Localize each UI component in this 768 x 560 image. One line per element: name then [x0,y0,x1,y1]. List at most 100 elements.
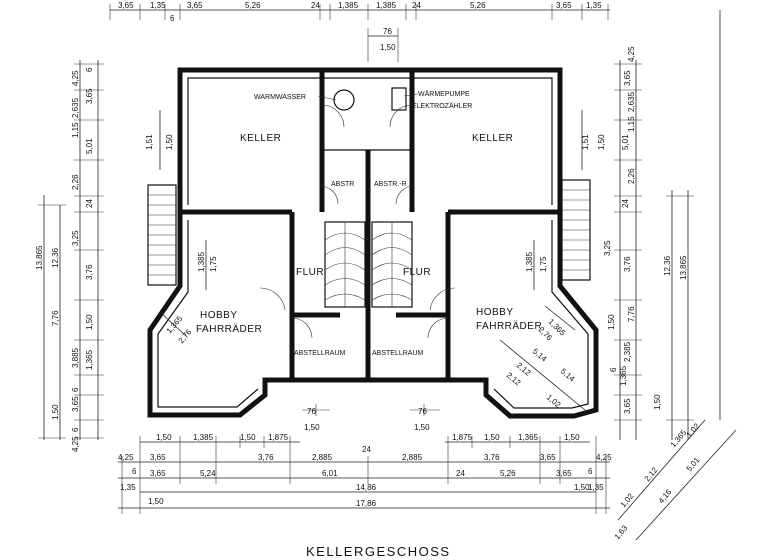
dim-b2-8: 3,65 [540,453,556,462]
dim-top-6: 1,385 [338,1,359,10]
dim-diag-2: 4,16 [657,487,674,505]
right-dimension-chain: 4,25 3,65 2,635 1,15 5,01 2,26 24 3,25 3… [603,10,721,440]
dim-bottom-total-1: 14,86 [356,483,377,492]
dim-inner-4: 1,385 [197,251,206,272]
dim-b2-1: 6 [132,467,137,476]
inner-dimensions: 1,51 1,50 1,51 1,50 1,385 1,75 1,385 1,7… [145,110,606,411]
room-hobby-right-1: HOBBY [476,307,514,318]
dim-b1-5: 1,50 [484,433,500,442]
room-hobby-right-2: FAHRRÄDER [476,320,542,332]
dim-right-2: 2,635 [627,91,636,112]
room-keller-right: KELLER [472,133,513,144]
dim-left-1: 6 [85,67,94,72]
dim-top-3: 3,65 [187,1,203,10]
dim-bottom-150-right: 1,50 [574,483,590,492]
dim-right-11: 2,385 [623,341,632,362]
dim-b2-7: 3,76 [484,453,500,462]
dim-top-2: 6 [170,14,175,23]
dim-left-5: 5,01 [85,138,94,154]
dim-diag-6: 1,02 [685,421,702,439]
room-flur-left: FLUR [296,267,324,278]
dim-right-0: 4,25 [627,46,636,62]
dim-b1-2: 1,50 [240,433,256,442]
dim-b3-1: 3,65 [150,469,166,478]
room-keller-left: KELLER [240,133,281,144]
dim-b3-5: 5,26 [500,469,516,478]
dim-top-10: 3,65 [556,1,572,10]
dim-b3-3: 6,01 [322,469,338,478]
dim-right-total-1: 12,36 [663,255,672,276]
dim-bay-2: 76 [418,407,427,416]
dim-right-3: 1,15 [627,116,636,132]
dim-left-0: 4,25 [71,70,80,86]
dim-b2-0: 4,25 [118,453,134,462]
dim-inner-1: 1,50 [165,134,174,150]
dim-right-6: 24 [621,199,630,208]
dim-b3-4: 24 [456,469,465,478]
room-labels: KELLER KELLER FLUR FLUR HOBBY FAHRRÄDER … [196,90,542,357]
dim-left-15: 3,65 [71,396,80,412]
dim-diag-4: 1,63 [613,523,630,541]
room-abstell-left: ABSTELLRAUM [294,350,346,357]
dim-inner-3: 1,50 [597,134,606,150]
dim-right-7: 3,25 [603,240,612,256]
dim-b1-6: 1,365 [518,433,539,442]
room-hobby-left-1: HOBBY [200,310,238,321]
dim-right-5: 2,26 [627,168,636,184]
dim-top-0: 3,65 [118,1,134,10]
dim-b1-7: 1,50 [564,433,580,442]
dim-inner-14: 1,02 [545,393,563,410]
dim-b2-9: 6 [588,467,593,476]
dim-left-10: 7,76 [51,310,60,326]
dim-left-6: 2,26 [71,174,80,190]
dim-diag-7: 2,12 [505,371,523,388]
dim-b2-3: 3,76 [258,453,274,462]
dim-left-14: 6 [71,387,80,392]
drawing-title: KELLERGESCHOSS [306,544,451,559]
dim-top-4: 5,26 [245,1,261,10]
dim-left-16: 1,50 [51,404,60,420]
room-flur-right: FLUR [403,267,431,278]
dim-inner-6: 1,385 [525,251,534,272]
dim-left-11: 1,50 [85,314,94,330]
dim-b1-0: 1,50 [156,433,172,442]
dim-top-7: 1,385 [376,1,397,10]
dim-left-7: 24 [85,199,94,208]
label-waermepumpe: WÄRMEPUMPE [418,90,470,98]
dim-b3-0: 1,35 [120,483,136,492]
dim-inner-2: 1,51 [581,134,590,150]
dim-left-17: 6 [71,427,80,432]
dim-right-4: 5,01 [621,134,630,150]
dim-right-total-2: 13,865 [679,255,688,280]
dim-b1-3: 1,875 [268,433,289,442]
dim-top-8: 24 [412,1,421,10]
label-elektrozaehler: ELEKTROZÄHLER [412,102,472,110]
dim-bay-1: 1,50 [304,423,320,432]
dim-right-8: 3,76 [623,256,632,272]
building-walls [147,67,599,419]
dim-inner-5: 1,75 [209,256,218,272]
dim-bay-3: 1,50 [414,423,430,432]
room-abstr-right: ABSTR.-R [374,181,407,188]
dim-b3-7: 1,35 [588,483,604,492]
dim-bottom-150-left: 1,50 [148,497,164,506]
left-dimension-chain: 4,25 6 3,65 2,635 1,15 5,01 2,26 24 3,25… [35,60,104,452]
dim-left-2: 3,65 [85,88,94,104]
dim-b3-2: 5,24 [200,469,216,478]
dim-top-mid-2: 1,50 [380,43,396,52]
room-hobby-left-2: FAHRRÄDER [196,323,262,335]
dim-bottom-total-2: 17,86 [356,499,377,508]
dim-top-9: 5,26 [470,1,486,10]
dim-left-12: 3,885 [71,347,80,368]
dim-b2-10: 4,25 [596,453,612,462]
dim-right-13: 1,365 [619,365,628,386]
dim-left-13: 1,365 [85,349,94,370]
dim-right-1: 3,65 [623,70,632,86]
dim-top-mid-1: 76 [383,27,392,36]
dim-left-9: 3,76 [85,264,94,280]
dim-diag-8: 5,14 [559,367,577,384]
dim-right-9: 7,76 [627,306,636,322]
dim-b3-6: 3,65 [556,469,572,478]
dim-diag-0: 1,02 [619,491,636,509]
